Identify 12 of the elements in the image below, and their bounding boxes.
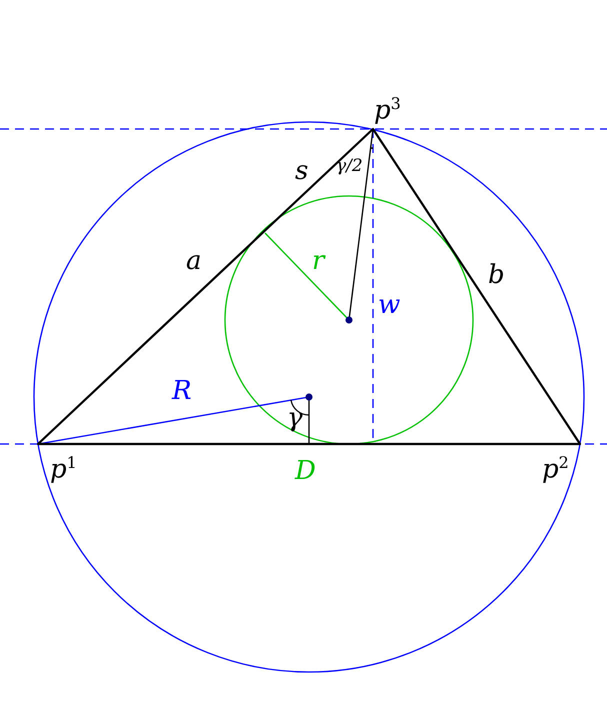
point-label: p$^{3}$ bbox=[374, 96, 401, 124]
side-label: b bbox=[488, 262, 505, 288]
length-label: D bbox=[295, 458, 316, 484]
length-label: w bbox=[378, 292, 400, 318]
angle-label: γ/2 bbox=[336, 158, 363, 175]
point-label: p$^{1}$ bbox=[50, 455, 77, 483]
length-label: r bbox=[312, 248, 324, 274]
side-label: a bbox=[186, 248, 202, 274]
angle-label: γ bbox=[287, 405, 303, 431]
point-label: p$^{2}$ bbox=[542, 455, 569, 483]
segment-label: s bbox=[295, 158, 308, 184]
length-label: R bbox=[172, 378, 192, 404]
